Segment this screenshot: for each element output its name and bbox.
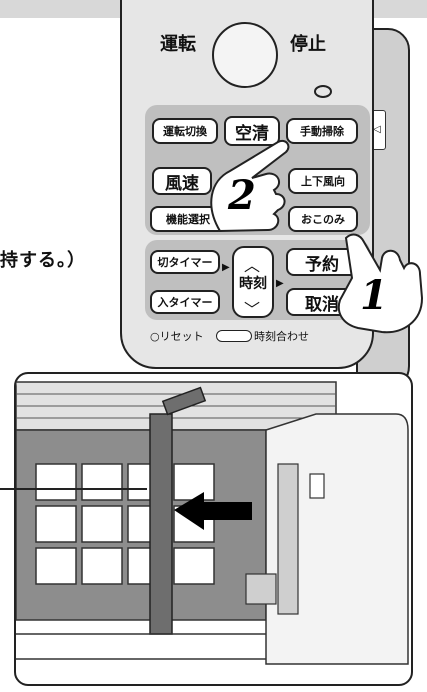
step-number-1: 1 — [360, 272, 388, 319]
clock-down-arrow: ﹀ — [244, 300, 261, 319]
manual-clean-button[interactable]: 手動掃除 — [286, 118, 358, 144]
indicator-lamp — [314, 85, 332, 98]
step-number-2: 2 — [228, 172, 256, 219]
time-set-label: 時刻合わせ — [254, 330, 309, 343]
ac-unit-illustration — [16, 381, 409, 665]
stop-label: 停止 — [290, 34, 326, 55]
reserve-button[interactable]: 予約 — [286, 248, 358, 276]
pointing-hand-2 — [210, 140, 290, 233]
vertical-direction-button[interactable]: 上下風向 — [288, 168, 358, 194]
air-clean-button[interactable]: 空清 — [224, 116, 280, 146]
fan-speed-button[interactable]: 風速 — [152, 167, 212, 195]
arrow-right-icon: ▶ — [276, 278, 284, 289]
time-set-button[interactable] — [216, 330, 252, 342]
off-timer-button[interactable]: 切タイマー — [150, 250, 220, 274]
mode-switch-button[interactable]: 運転切換 — [152, 118, 218, 144]
ac-unit-illustration-frame — [14, 372, 413, 686]
run-stop-button[interactable] — [212, 22, 278, 88]
run-label: 運転 — [160, 34, 196, 55]
on-timer-button[interactable]: 入タイマー — [150, 290, 220, 314]
clock-up-arrow: ︿ — [244, 256, 261, 275]
arrow-right-icon: ▶ — [222, 262, 230, 273]
instruction-text-fragment: 持する。） — [0, 250, 86, 271]
clock-rocker-button[interactable] — [232, 246, 274, 318]
favorite-button[interactable]: おこのみ — [288, 206, 358, 232]
clock-label: 時刻 — [239, 276, 267, 292]
callout-leader-line — [0, 488, 147, 490]
pointing-hand-1 — [337, 233, 424, 334]
reset-label: ○リセット — [150, 330, 204, 343]
